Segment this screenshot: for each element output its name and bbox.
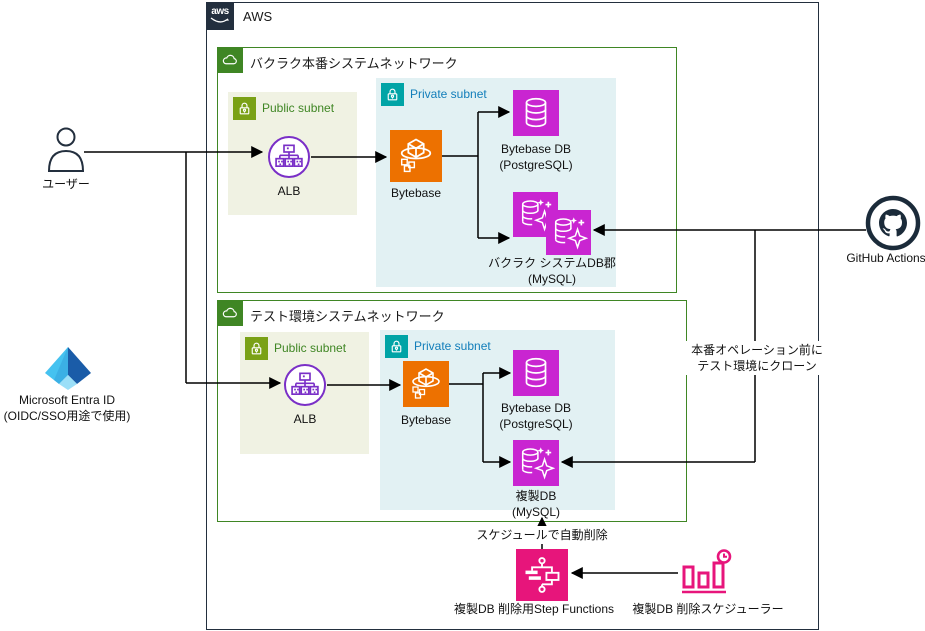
production-private-subnet-label: Private subnet — [410, 87, 487, 101]
production-public-subnet-label: Public subnet — [262, 101, 335, 115]
test-postgres-db-icon — [513, 350, 559, 396]
test-postgres-db-label-line1: Bytebase DB — [500, 401, 572, 415]
aws-smile-curve — [210, 17, 229, 23]
delete-scheduler-icon — [682, 549, 732, 594]
production-bytebase-icon — [390, 130, 442, 182]
test-bytebase-label: Bytebase — [400, 413, 452, 427]
production-mysql-db-label-line2: (MySQL) — [528, 272, 576, 286]
test-postgres-db-label: Bytebase DB (PostgreSQL) — [476, 400, 596, 432]
test-public-subnet-lock-icon — [245, 337, 268, 360]
test-alb-label: ALB — [293, 412, 317, 426]
production-alb-icon — [268, 136, 310, 178]
production-network-title: バクラク本番システムネットワーク — [250, 56, 458, 71]
user-icon — [47, 127, 85, 172]
production-mysql-db-label: バクラク システムDB郡 (MySQL) — [452, 255, 652, 287]
production-public-subnet-lock-icon — [233, 97, 256, 120]
entra-label-line1: Microsoft Entra ID — [18, 393, 116, 407]
aws-logo-icon: aws — [206, 2, 234, 30]
test-network-title: テスト環境システムネットワーク — [250, 309, 445, 324]
production-postgres-db-label-line1: Bytebase DB — [500, 142, 572, 156]
test-private-subnet-lock-icon — [385, 335, 408, 358]
clone-annotation-line2: テスト環境にクローン — [697, 359, 817, 373]
github-actions-label: GitHub Actions — [846, 251, 925, 265]
production-mysql-db-icon-front — [546, 210, 591, 255]
production-postgres-db-label-line2: (PostgreSQL) — [499, 158, 573, 172]
entra-label: Microsoft Entra ID (OIDC/SSO用途で使用) — [0, 392, 134, 424]
test-bytebase-icon — [403, 361, 449, 407]
step-functions-label: 複製DB 削除用Step Functions — [453, 602, 615, 616]
test-network-boundary — [217, 300, 687, 522]
github-actions-icon — [865, 195, 921, 251]
test-network-cloud-icon — [217, 300, 243, 326]
test-public-subnet-label: Public subnet — [274, 341, 347, 355]
test-replica-db-icon — [513, 440, 559, 486]
step-functions-icon — [516, 549, 568, 601]
production-private-subnet-lock-icon — [381, 83, 404, 106]
schedule-delete-annotation: スケジュールで自動削除 — [452, 526, 632, 544]
test-private-subnet-label: Private subnet — [414, 339, 491, 353]
clone-annotation: 本番オペレーション前に テスト環境にクローン — [665, 341, 849, 375]
wire-test-bytebase-split — [449, 373, 484, 462]
aws-logo-text: aws — [211, 6, 229, 17]
production-postgres-db-label: Bytebase DB (PostgreSQL) — [476, 141, 596, 173]
test-replica-db-label-line1: 複製DB — [515, 489, 557, 503]
production-network-cloud-icon — [217, 47, 243, 73]
aws-cloud-boundary — [206, 2, 819, 630]
delete-scheduler-label: 複製DB 削除スケジューラー — [632, 602, 784, 616]
microsoft-entra-id-icon — [45, 347, 91, 390]
user-label: ユーザー — [42, 177, 90, 191]
production-bytebase-label: Bytebase — [390, 186, 442, 200]
clone-annotation-line1: 本番オペレーション前に — [691, 343, 823, 357]
production-postgres-db-icon — [513, 90, 559, 136]
test-replica-db-label: 複製DB (MySQL) — [476, 488, 596, 520]
production-network-boundary — [217, 47, 677, 293]
aws-label: AWS — [243, 9, 273, 24]
production-alb-label: ALB — [277, 184, 301, 198]
test-postgres-db-label-line2: (PostgreSQL) — [499, 417, 573, 431]
test-alb-icon — [284, 364, 326, 406]
production-mysql-db-label-line1: バクラク システムDB郡 — [488, 256, 616, 270]
test-replica-db-label-line2: (MySQL) — [512, 505, 560, 519]
wire-prod-bytebase-split — [442, 112, 479, 238]
entra-label-line2: (OIDC/SSO用途で使用) — [3, 409, 131, 423]
test-private-subnet — [380, 330, 615, 510]
